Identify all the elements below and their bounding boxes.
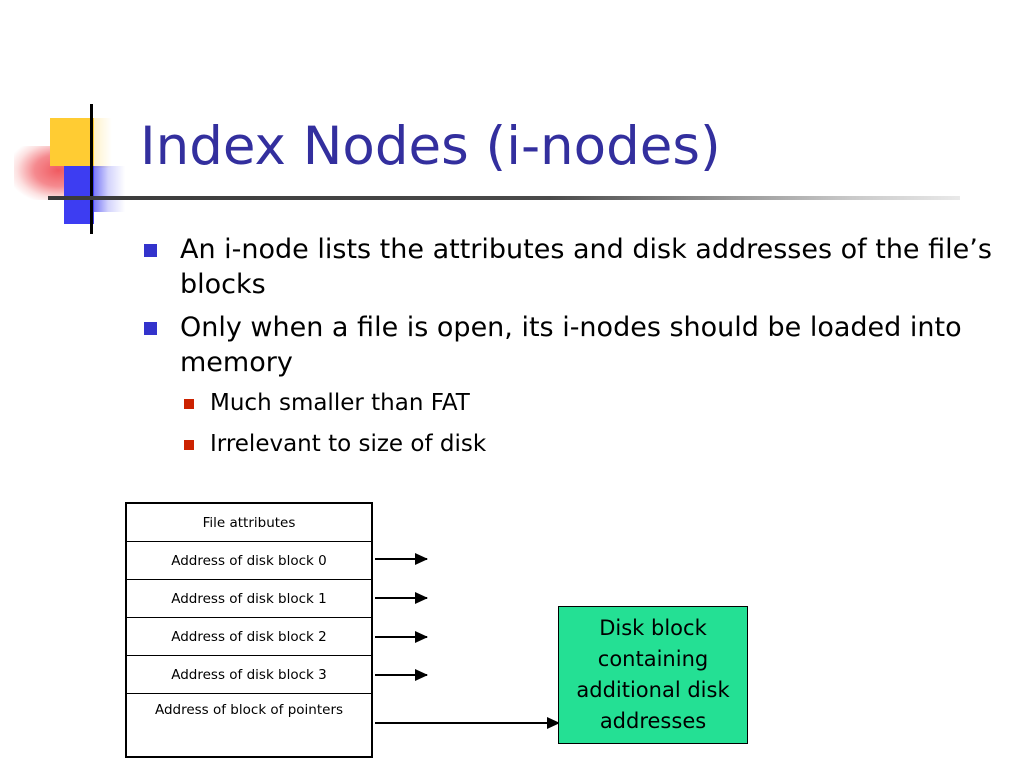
arrow-block-of-pointers xyxy=(375,717,560,729)
table-row: Address of disk block 3 xyxy=(127,656,371,694)
list-item: Much smaller than FAT xyxy=(130,388,1010,419)
table-row: Address of disk block 2 xyxy=(127,618,371,656)
list-item-text: Irrelevant to size of disk xyxy=(210,431,487,457)
table-cell-text: Address of disk block 3 xyxy=(171,666,327,683)
table-cell-text: Address of disk block 1 xyxy=(171,590,327,607)
list-item-text: Only when a file is open, its i-nodes sh… xyxy=(180,312,962,378)
arrow-head-icon xyxy=(415,631,428,643)
decorative-logo xyxy=(14,104,144,234)
inode-table: File attributes Address of disk block 0 … xyxy=(125,502,373,758)
logo-blue-rect xyxy=(64,166,94,224)
logo-vertical-line xyxy=(90,104,93,234)
table-row: Address of disk block 1 xyxy=(127,580,371,618)
bullet-marker-icon xyxy=(144,322,157,335)
arrow-disk-block-0 xyxy=(375,553,428,565)
table-cell-text: File attributes xyxy=(202,514,296,531)
table-row: File attributes xyxy=(127,504,371,542)
bullet-marker-icon xyxy=(184,399,194,409)
table-cell-text: Address of block of pointers xyxy=(154,702,344,718)
table-cell-text: Address of disk block 2 xyxy=(171,628,327,645)
list-item: An i-node lists the attributes and disk … xyxy=(130,232,1010,302)
logo-blue-blur-shape xyxy=(92,166,128,212)
table-cell-text: Address of disk block 0 xyxy=(171,552,327,569)
arrow-disk-block-1 xyxy=(375,592,428,604)
logo-yellow-square xyxy=(50,118,94,166)
disk-block-box: Disk block containing additional disk ad… xyxy=(558,606,748,744)
title-divider xyxy=(48,196,960,200)
bullet-marker-icon xyxy=(184,440,194,450)
arrow-head-icon xyxy=(415,553,428,565)
list-item: Only when a file is open, its i-nodes sh… xyxy=(130,310,1010,380)
arrow-head-icon xyxy=(547,717,560,729)
arrow-disk-block-2 xyxy=(375,631,428,643)
disk-block-label: Disk block containing additional disk ad… xyxy=(576,616,730,733)
bullet-list: An i-node lists the attributes and disk … xyxy=(130,232,1010,470)
table-row: Address of disk block 0 xyxy=(127,542,371,580)
list-item-text: Much smaller than FAT xyxy=(210,390,470,416)
bullet-marker-icon xyxy=(144,244,157,257)
arrow-head-icon xyxy=(415,592,428,604)
arrow-head-icon xyxy=(415,669,428,681)
list-item-text: An i-node lists the attributes and disk … xyxy=(180,234,992,300)
table-row: Address of block of pointers xyxy=(127,694,371,760)
arrow-disk-block-3 xyxy=(375,669,428,681)
page-title: Index Nodes (i-nodes) xyxy=(140,116,721,177)
list-item: Irrelevant to size of disk xyxy=(130,429,1010,460)
